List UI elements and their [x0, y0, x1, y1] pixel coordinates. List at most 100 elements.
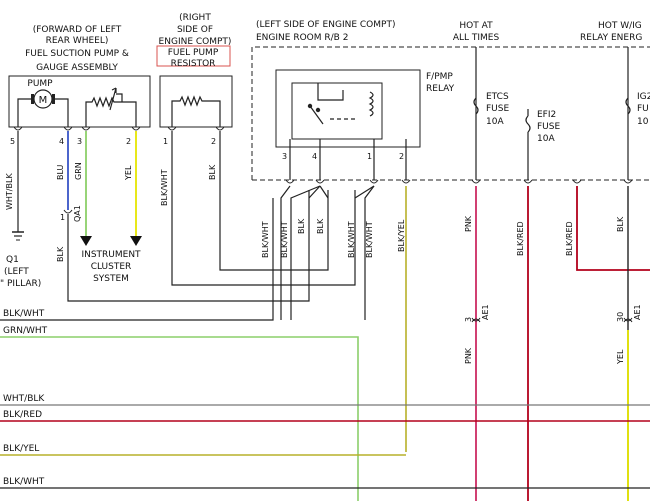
- relay-wire-label-5: BLK/WHT: [347, 221, 356, 258]
- ae1-left-pin: 3: [464, 317, 473, 322]
- resistor-header-line1: (RIGHT: [179, 13, 211, 23]
- bus-lines: BLK/WHT GRN/WHT WHT/BLK BLK/RED BLK/YEL …: [0, 198, 650, 501]
- relay-wire-label-2: BLK/WHT: [280, 221, 289, 258]
- relay-wire-label-1: BLK/WHT: [261, 221, 270, 258]
- ig-fuse-icon: [625, 97, 631, 115]
- etcs-fuse-line3: 10A: [486, 117, 504, 127]
- relay-switch-arm: [309, 105, 324, 125]
- ig-fuse-line3: 10: [637, 117, 649, 127]
- relay-wire-label-7: BLK/YEL: [397, 219, 406, 252]
- feed-wire-label-pnk: PNK: [464, 215, 473, 232]
- relay-wire-label-3: BLK: [297, 218, 306, 234]
- ground-location-line2: " PILLAR): [0, 279, 41, 289]
- engine-room-rb2: (LEFT SIDE OF ENGINE COMPT) ENGINE ROOM …: [251, 20, 650, 452]
- relay-box-header-line2: ENGINE ROOM R/B 2: [256, 33, 348, 43]
- pump-assembly-box: [8, 75, 151, 128]
- wire-blk-qa1-to-relay: [67, 190, 310, 302]
- ground-location-line1: (LEFT: [4, 267, 29, 277]
- relay-box-outline: [251, 46, 650, 180]
- bus-label-1: GRN/WHT: [3, 326, 48, 336]
- qa1-name: QA1: [73, 205, 82, 222]
- relay-inner-box: [291, 82, 383, 140]
- qa1-wire-label: BLK: [56, 246, 65, 262]
- relay-pin-2: 2: [399, 152, 404, 161]
- ae1-left-name: AE1: [481, 304, 490, 320]
- pump-pin-4: 4: [59, 137, 64, 146]
- pump-header-line4: GAUGE ASSEMBLY: [36, 63, 118, 73]
- hot-wig-line1: HOT W/IG: [598, 21, 642, 31]
- gauge-wiper: [116, 93, 123, 102]
- feed-connector-icon: [471, 179, 633, 184]
- hot-wig-line2: RELAY ENERG: [580, 33, 642, 43]
- etcs-fuse-icon: [473, 97, 479, 115]
- fuel-pump-resistor: (RIGHT SIDE OF ENGINE COMPT) FUEL PUMP R…: [156, 13, 356, 286]
- bus-label-3: BLK/RED: [3, 410, 42, 420]
- wire-label-blu: BLU: [56, 164, 65, 180]
- resistor-name-line1: FUEL PUMP: [168, 48, 219, 58]
- wire-blk-red-2: [576, 186, 650, 271]
- qa1-pin: 1: [60, 213, 65, 222]
- efi-fuse-line1: EFI2: [537, 110, 556, 120]
- pump-header-line1: (FORWARD OF LEFT: [33, 25, 122, 35]
- efi-fuse-icon: [525, 109, 531, 133]
- cluster-line3: SYSTEM: [93, 274, 129, 284]
- feed-wire-label-blk-red: BLK/RED: [516, 221, 525, 256]
- efi-fuse-line2: FUSE: [537, 122, 560, 132]
- relay-name-line1: F/PMP: [426, 72, 453, 82]
- relay-wire-label-4: BLK: [316, 218, 325, 234]
- resistor-header-line3: ENGINE COMPT): [159, 37, 232, 47]
- pump-label: PUMP: [27, 79, 53, 89]
- ig-fuse-line1: IG2: [637, 92, 650, 102]
- gauge-arrow-icon: [109, 87, 117, 111]
- connector-qa1: 1 QA1 BLK: [56, 190, 310, 302]
- qa1-connector-icon: [63, 209, 73, 214]
- resistor-pin-1: 1: [163, 137, 168, 146]
- instrument-cluster: INSTRUMENT CLUSTER SYSTEM: [80, 236, 142, 284]
- relay-pin-4: 4: [312, 152, 317, 161]
- pump-pin-3: 3: [77, 137, 82, 146]
- fuel-pump-assembly: (FORWARD OF LEFT REAR WHEEL) FUEL SUCTIO…: [5, 25, 151, 236]
- etcs-fuse-line2: FUSE: [486, 104, 509, 114]
- pump-pin-2: 2: [126, 137, 131, 146]
- arrow-down-icon: [130, 236, 142, 246]
- pump-connector-icon: [13, 126, 141, 131]
- wire-blk-wht-resistor: [171, 131, 356, 286]
- motor-brush-left-icon: [31, 94, 34, 104]
- gauge-resistor-icon: [85, 96, 137, 127]
- etcs-fuse-line1: ETCS: [486, 92, 509, 102]
- wire-label-wht-blk: WHT/BLK: [5, 173, 14, 210]
- relay-name-line2: RELAY: [426, 84, 455, 94]
- resistor-box: [159, 75, 233, 128]
- hot-at-line1: HOT AT: [459, 21, 493, 31]
- ae1-right-name: AE1: [633, 304, 642, 320]
- pump-header-line3: FUEL SUCTION PUMP &: [25, 49, 129, 59]
- bus-line-grn-wht: [0, 336, 359, 501]
- ae1-right-pin: 30: [616, 312, 625, 322]
- power-feeds: HOT AT ALL TIMES HOT W/IG RELAY ENERG ET…: [453, 21, 650, 501]
- cluster-line1: INSTRUMENT: [81, 250, 141, 260]
- ae1-left-wire: PNK: [464, 347, 473, 364]
- ig-fuse-line2: FU: [637, 104, 649, 114]
- ground-q1: Q1 (LEFT " PILLAR): [0, 231, 41, 289]
- wire-blk-resistor: [219, 131, 329, 271]
- fpmp-relay-box: [275, 69, 421, 148]
- resistor-icon: [171, 95, 221, 127]
- wire-label-yel: YEL: [124, 165, 133, 181]
- wire-blk-wht-relay4: [290, 185, 321, 320]
- relay-pin-1: 1: [367, 152, 372, 161]
- motor-lead-4: [55, 98, 69, 127]
- motor-lead-5: [17, 98, 31, 127]
- motor-symbol: M: [39, 95, 48, 106]
- bus-line-blk-wht-1: [0, 198, 274, 321]
- wire-label-resistor-1: BLK/WHT: [160, 169, 169, 206]
- relay-nc-contact: [317, 83, 344, 101]
- pump-header-line2: REAR WHEEL): [46, 36, 109, 46]
- resistor-connector-icon: [167, 126, 225, 131]
- efi-fuse-line3: 10A: [537, 134, 555, 144]
- wire-label-grn: GRN: [74, 162, 83, 180]
- wire-label-resistor-2: BLK: [208, 164, 217, 180]
- feed-wire-label-blk: BLK: [616, 216, 625, 232]
- feed-wire-label-blk-red-2: BLK/RED: [565, 221, 574, 256]
- wire-blk-wht-relay1: [364, 185, 375, 320]
